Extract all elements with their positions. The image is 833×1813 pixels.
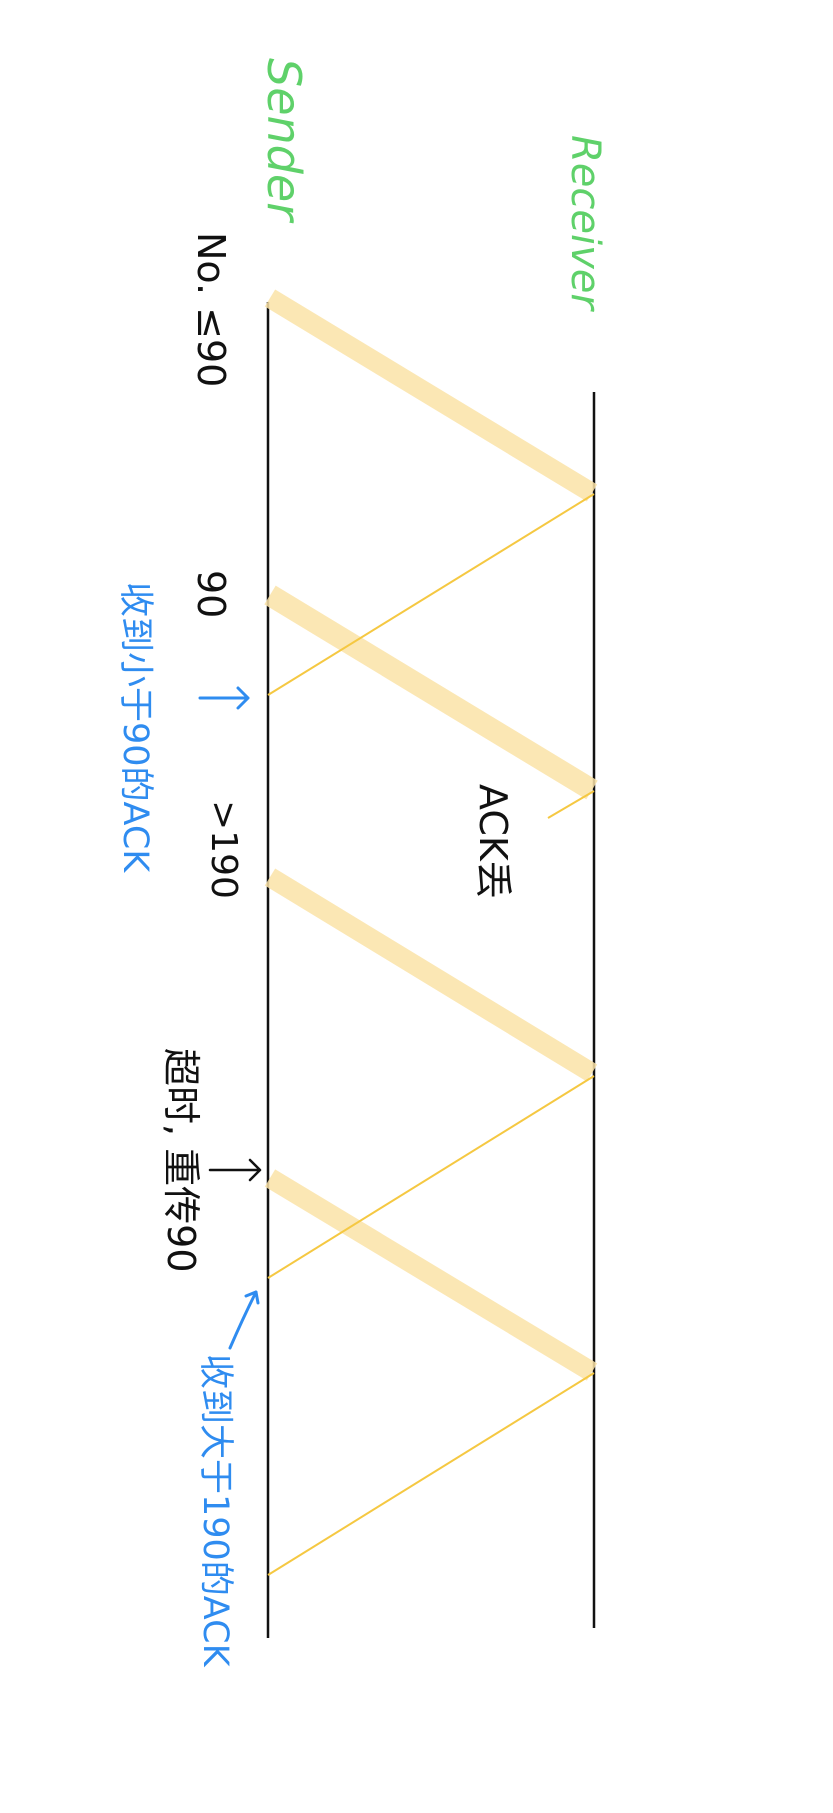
ack-lines — [267, 493, 595, 1576]
ack-lost-label: ACK丢 — [471, 784, 515, 899]
blue-arrow-icon — [198, 686, 250, 710]
black-arrow-icon — [208, 1158, 262, 1182]
recv-lt90-note: 收到小于90的ACK — [115, 582, 155, 873]
data-segments — [264, 289, 598, 1381]
seq-90-label: 90 — [189, 570, 233, 618]
seq-gt190-label: >190 — [203, 800, 244, 899]
ack-line-3 — [267, 1372, 595, 1576]
ack-line-1 — [267, 493, 595, 696]
blue-curved-arrow-icon — [228, 1290, 260, 1350]
data-segment-1 — [264, 289, 598, 502]
arrow-icons — [198, 686, 262, 1350]
receiver-label: Receiver — [562, 135, 608, 312]
data-segment-4 — [264, 1169, 598, 1381]
sender-label: Sender — [257, 58, 311, 224]
timeout-resend-label: 超时, 重传90 — [159, 1048, 203, 1273]
ack-line-2 — [267, 1075, 595, 1279]
ack-line-lost — [547, 790, 595, 819]
data-segment-3 — [264, 868, 598, 1082]
data-segment-2 — [264, 585, 598, 800]
recv-gt190-note: 收到大于190的ACK — [195, 1354, 235, 1668]
seq-start-label: No. ≤90 — [189, 232, 233, 387]
